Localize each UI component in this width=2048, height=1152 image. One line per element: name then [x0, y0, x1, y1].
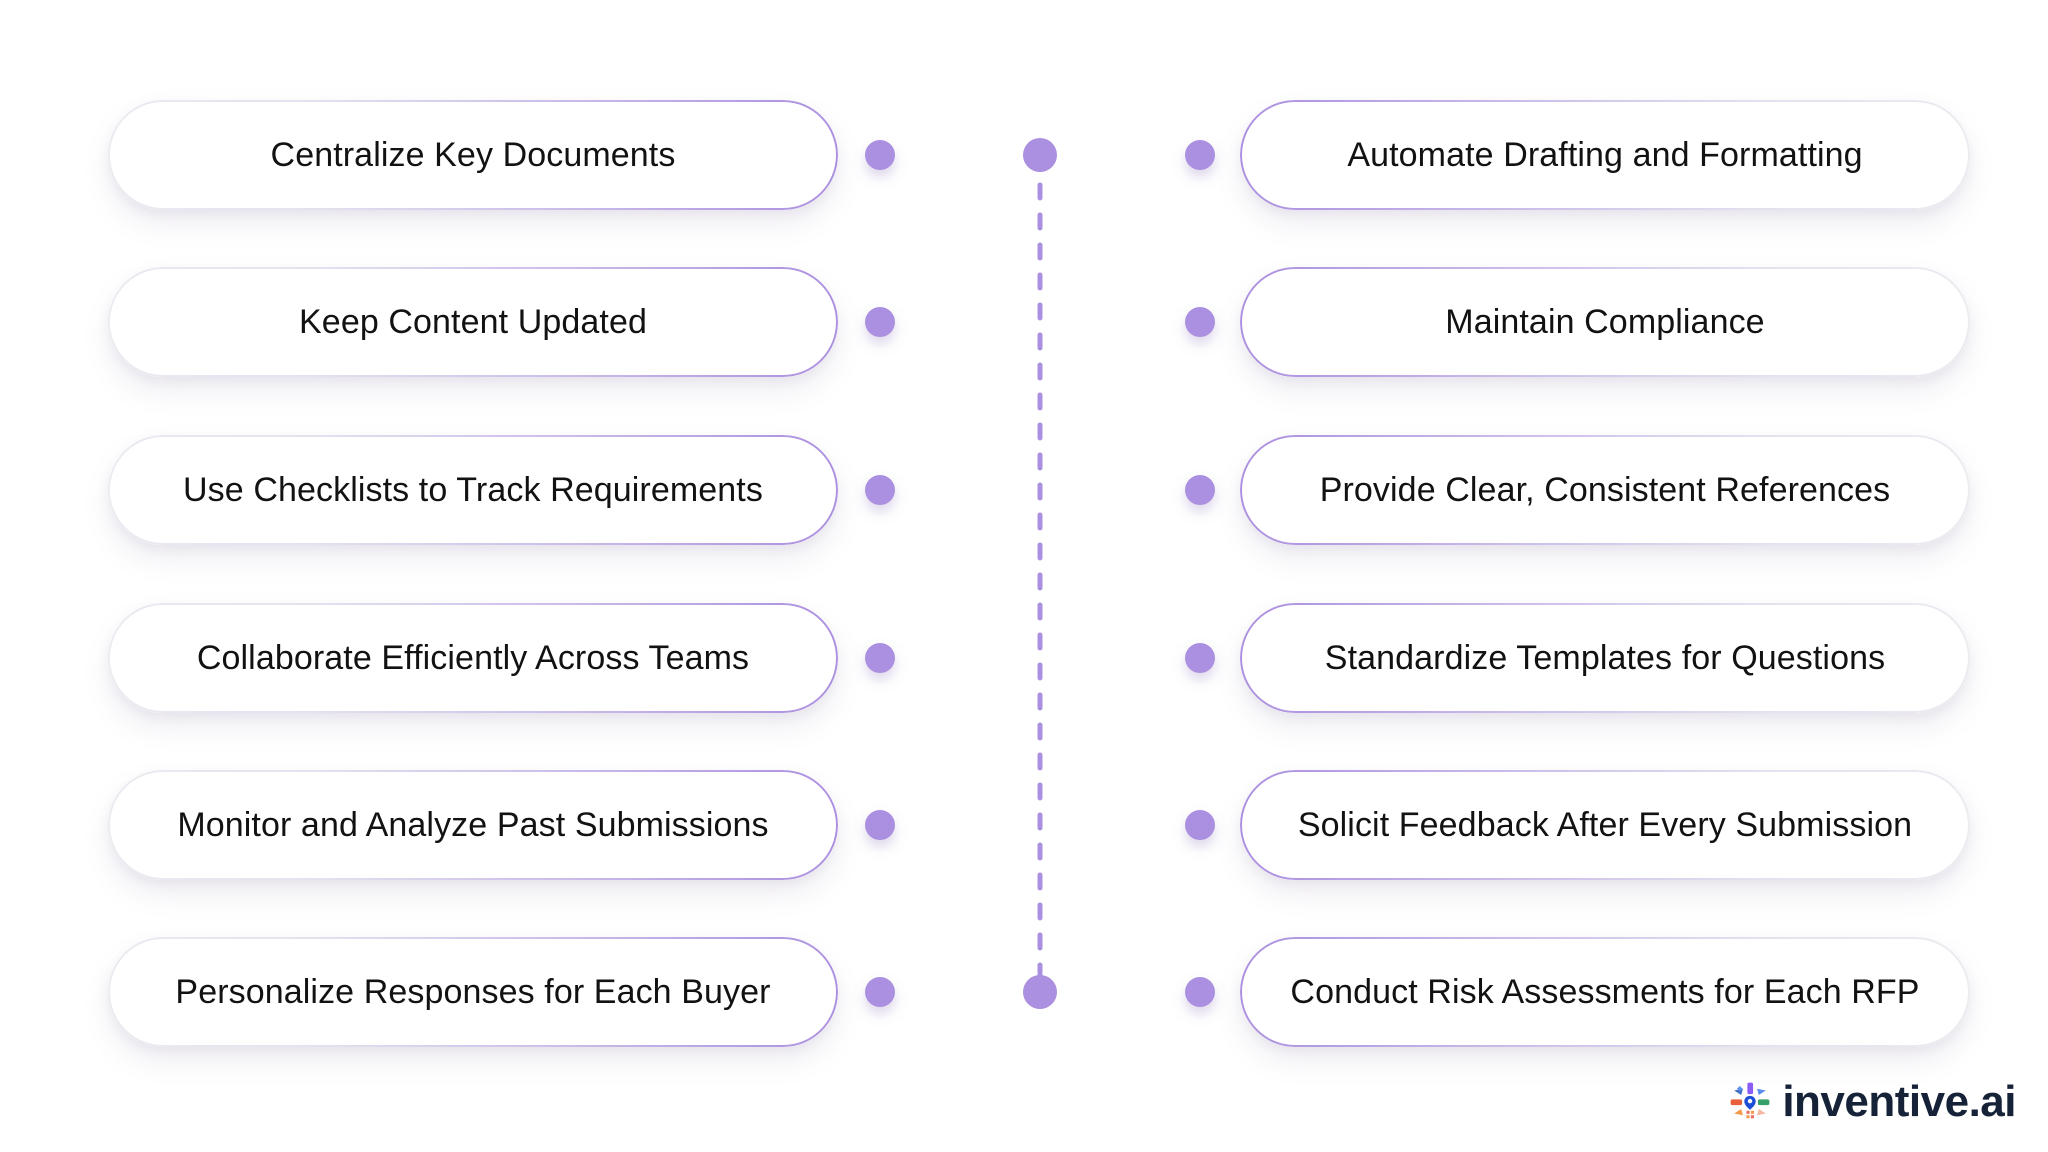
- diagram-row: Personalize Responses for Each Buyer Con…: [0, 937, 2048, 1047]
- diagram-row: Use Checklists to Track Requirements Pro…: [0, 435, 2048, 545]
- right-item-label-1: Automate Drafting and Formatting: [1347, 136, 1863, 174]
- inventive-logo-mark: [1730, 1082, 1770, 1119]
- right-item-label-6: Conduct Risk Assessments for Each RFP: [1290, 973, 1920, 1011]
- diagram-row: Collaborate Efficiently Across Teams Sta…: [0, 603, 2048, 713]
- right-item-pill-1[interactable]: Automate Drafting and Formatting: [1240, 100, 1970, 210]
- left-item-label-5: Monitor and Analyze Past Submissions: [177, 806, 769, 844]
- right-item-label-4: Standardize Templates for Questions: [1324, 639, 1886, 677]
- left-item-pill-2[interactable]: Keep Content Updated: [108, 267, 838, 377]
- left-item-pill-6[interactable]: Personalize Responses for Each Buyer: [108, 937, 838, 1047]
- right-item-pill-3[interactable]: Provide Clear, Consistent References: [1240, 435, 1970, 545]
- diagram-row: Keep Content Updated Maintain Compliance: [0, 267, 2048, 377]
- left-item-pill-4[interactable]: Collaborate Efficiently Across Teams: [108, 603, 838, 713]
- left-item-label-2: Keep Content Updated: [299, 303, 647, 341]
- right-item-pill-4[interactable]: Standardize Templates for Questions: [1240, 603, 1970, 713]
- left-item-label-6: Personalize Responses for Each Buyer: [175, 973, 771, 1011]
- logo-wordmark: inventive.ai: [1782, 1077, 2016, 1126]
- right-item-pill-2[interactable]: Maintain Compliance: [1240, 267, 1970, 377]
- diagram-row: Monitor and Analyze Past Submissions Sol…: [0, 770, 2048, 880]
- left-item-label-1: Centralize Key Documents: [270, 136, 676, 174]
- left-item-pill-1[interactable]: Centralize Key Documents: [108, 100, 838, 210]
- inventive-ai-logo: inventive.ai: [1728, 1080, 2016, 1124]
- right-item-label-2: Maintain Compliance: [1445, 303, 1765, 341]
- right-item-label-5: Solicit Feedback After Every Submission: [1297, 806, 1913, 844]
- diagram-row: Centralize Key Documents Automate Drafti…: [0, 100, 2048, 210]
- left-item-label-3: Use Checklists to Track Requirements: [183, 471, 763, 509]
- left-item-label-4: Collaborate Efficiently Across Teams: [196, 639, 750, 677]
- right-item-pill-6[interactable]: Conduct Risk Assessments for Each RFP: [1240, 937, 1970, 1047]
- left-item-pill-3[interactable]: Use Checklists to Track Requirements: [108, 435, 838, 545]
- right-item-pill-5[interactable]: Solicit Feedback After Every Submission: [1240, 770, 1970, 880]
- right-item-label-3: Provide Clear, Consistent References: [1319, 471, 1891, 509]
- left-item-pill-5[interactable]: Monitor and Analyze Past Submissions: [108, 770, 838, 880]
